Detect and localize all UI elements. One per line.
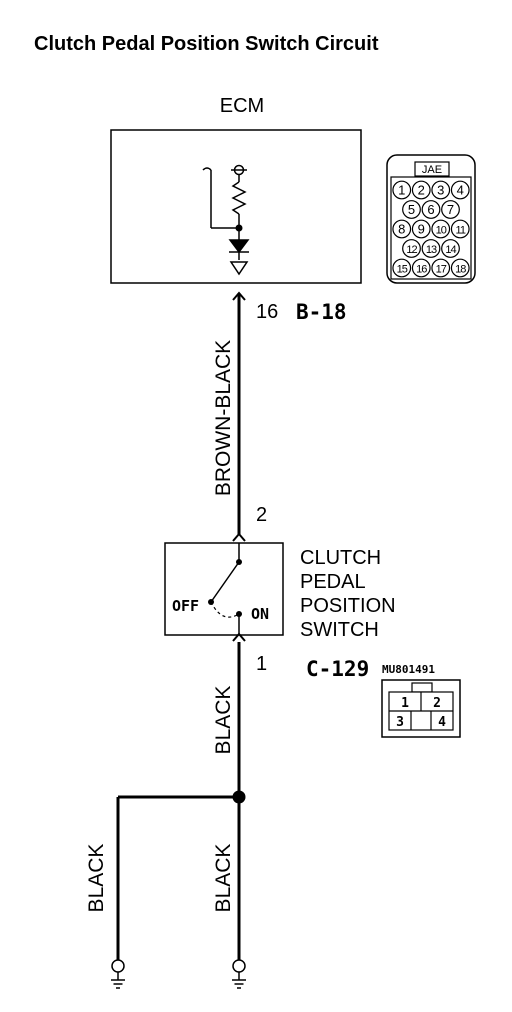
switch-pin-bottom: 1 bbox=[256, 653, 267, 675]
wire-color-black: BLACK bbox=[212, 686, 235, 755]
switch-connector-id: C-129 bbox=[306, 657, 369, 681]
diode-icon bbox=[228, 239, 250, 254]
ecm-connector-pin-circle bbox=[450, 219, 470, 239]
ecm-junction-dot bbox=[235, 224, 243, 232]
switch-connector-face bbox=[381, 679, 461, 738]
ecm-connector-pin-circle bbox=[392, 258, 412, 278]
wire-ecm-to-switch bbox=[232, 291, 246, 542]
ecm-connector-pin-circle bbox=[421, 200, 441, 219]
ecm-connector-pin-circle bbox=[431, 180, 451, 200]
chassis-ground-icon bbox=[229, 261, 249, 276]
switch-box bbox=[164, 542, 284, 636]
switch-part-number: MU801491 bbox=[382, 663, 435, 676]
ecm-internal-circuit bbox=[202, 164, 250, 276]
ecm-connector-pin-circle bbox=[392, 180, 412, 200]
ecm-connector-pin-label: 8 bbox=[398, 222, 405, 237]
ecm-connector-pin-circle bbox=[450, 258, 470, 278]
switch-name-line: CLUTCH bbox=[300, 547, 381, 569]
diagram-title: Clutch Pedal Position Switch Circuit bbox=[34, 33, 379, 55]
ecm-connector-pin-label: 1 bbox=[398, 183, 405, 198]
ecm-connector-pin-circle bbox=[411, 258, 431, 278]
ecm-connector-pin-label: 6 bbox=[427, 202, 434, 217]
ground-icon-right bbox=[232, 959, 246, 989]
switch-contact-upper bbox=[236, 559, 242, 565]
switch-on-label: ON bbox=[251, 605, 269, 623]
connector-maker-label: JAE bbox=[422, 164, 442, 176]
ecm-connector-pin-label: 5 bbox=[408, 202, 415, 217]
ecm-connector-pin-label: 10 bbox=[436, 225, 447, 237]
switch-name-line: PEDAL bbox=[300, 571, 365, 593]
switch-name: CLUTCH PEDAL POSITION SWITCH bbox=[300, 547, 401, 641]
ecm-connector-pin-label: 13 bbox=[426, 244, 437, 256]
wire-color-brown-black: BROWN-BLACK bbox=[212, 340, 235, 496]
ecm-connector-pin-circle bbox=[441, 239, 460, 258]
splice-junction-dot bbox=[232, 790, 246, 804]
ecm-box bbox=[110, 129, 362, 284]
ecm-connector-pin-circle bbox=[411, 219, 431, 239]
switch-off-label: OFF bbox=[172, 597, 199, 615]
ecm-connector-pin-label: 11 bbox=[456, 225, 466, 237]
ground-icon-left bbox=[111, 959, 125, 989]
ecm-connector-pin-circle bbox=[402, 239, 421, 258]
ecm-connector-pin-label: 17 bbox=[436, 264, 447, 276]
wire-color-black-right: BLACK bbox=[212, 844, 235, 913]
switch-contact-on bbox=[236, 611, 242, 617]
ecm-connector-pin-circle bbox=[392, 219, 412, 239]
switch-connector-pin: 4 bbox=[438, 715, 446, 730]
ecm-connector-pin-label: 18 bbox=[455, 264, 466, 276]
switch-contact-off bbox=[208, 599, 214, 605]
ecm-label: ECM bbox=[220, 95, 264, 117]
ecm-connector-pin-label: 3 bbox=[437, 183, 444, 198]
switch-name-line: POSITION bbox=[300, 595, 396, 617]
ecm-connector-pin-label: 12 bbox=[406, 244, 417, 256]
ecm-connector-pin-circle bbox=[402, 200, 421, 219]
switch-contact-icon bbox=[210, 543, 240, 635]
switch-pin-top: 2 bbox=[256, 504, 267, 526]
switch-name-line: SWITCH bbox=[300, 619, 379, 641]
ecm-connector-pin-label: 14 bbox=[445, 244, 456, 256]
switch-connector-pin: 3 bbox=[396, 715, 404, 730]
ecm-connector-pin-label: 4 bbox=[457, 183, 464, 198]
ecm-connector-pin-circle bbox=[431, 258, 451, 278]
ecm-connector-pin-label: 16 bbox=[416, 264, 427, 276]
ecm-connector-pin-label: 7 bbox=[447, 202, 454, 217]
wire-color-black-left: BLACK bbox=[85, 844, 108, 913]
ecm-connector-pin-circle bbox=[411, 180, 431, 200]
ecm-connector-pin-label: 15 bbox=[397, 264, 408, 276]
ecm-connector-pin-circle bbox=[431, 219, 451, 239]
ecm-pin-number: 16 bbox=[256, 301, 278, 323]
ecm-connector-pin-circle bbox=[450, 180, 470, 200]
switch-connector-pin: 1 bbox=[401, 696, 409, 711]
ecm-connector-id: B-18 bbox=[296, 300, 347, 324]
switch-connector-pin: 2 bbox=[433, 696, 441, 711]
ecm-connector-pin-circle bbox=[421, 239, 441, 258]
ecm-connector-pin-circle bbox=[441, 200, 460, 219]
ecm-connector-pin-label: 9 bbox=[418, 222, 425, 237]
resistor-icon bbox=[231, 181, 247, 215]
ecm-connector-pin-label: 2 bbox=[418, 183, 425, 198]
